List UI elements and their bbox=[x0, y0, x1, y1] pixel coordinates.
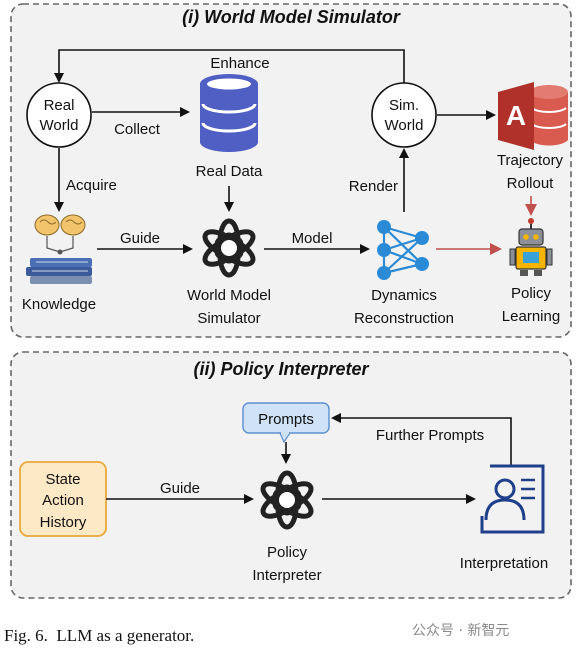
policy-interpreter-label-2: Interpreter bbox=[252, 567, 321, 584]
panel-world-model-simulator bbox=[10, 3, 572, 338]
enhance-label: Enhance bbox=[210, 55, 269, 72]
robot-icon bbox=[509, 218, 553, 276]
access-database-icon: A bbox=[498, 82, 568, 150]
trajectory-label-1: Trajectory bbox=[497, 152, 564, 169]
model-label: Model bbox=[292, 230, 333, 247]
neural-network-icon bbox=[377, 220, 429, 280]
real-world-label-1: Real bbox=[44, 97, 75, 114]
render-label: Render bbox=[349, 178, 398, 195]
dynamics-label-1: Dynamics bbox=[371, 287, 437, 304]
state-label: State bbox=[45, 471, 80, 488]
sim-world-node bbox=[371, 82, 437, 148]
wms-label-2: Simulator bbox=[197, 310, 260, 327]
wms-label-1: World Model bbox=[187, 287, 271, 304]
prompts-bubble bbox=[242, 402, 330, 444]
watermark-text: 公众号 · 新智元 bbox=[412, 623, 510, 639]
knowledge-label: Knowledge bbox=[22, 296, 96, 313]
interpretation-id-card-icon bbox=[480, 464, 545, 534]
prompts-label: Prompts bbox=[258, 411, 314, 428]
collect-label: Collect bbox=[114, 121, 161, 138]
action-label: Action bbox=[42, 492, 84, 509]
further-prompts-arrow bbox=[331, 413, 512, 466]
sim-world-label-2: World bbox=[385, 117, 424, 134]
trajectory-label-2: Rollout bbox=[507, 175, 555, 192]
interpretation-label: Interpretation bbox=[460, 555, 548, 572]
guide-label-panel2: Guide bbox=[160, 480, 200, 497]
panel1-title: (i) World Model Simulator bbox=[182, 7, 401, 27]
policy-learning-label-1: Policy bbox=[511, 285, 552, 302]
figure-caption: Fig. 6. LLM as a generator. bbox=[4, 626, 195, 645]
real-data-label: Real Data bbox=[196, 163, 263, 180]
acquire-label: Acquire bbox=[66, 177, 117, 194]
further-prompts-label: Further Prompts bbox=[376, 427, 484, 444]
database-icon bbox=[200, 74, 258, 152]
policy-interpreter-label-1: Policy bbox=[267, 544, 308, 561]
dynamics-label-2: Reconstruction bbox=[354, 310, 454, 327]
sim-world-label-1: Sim. bbox=[389, 97, 419, 114]
real-world-node bbox=[26, 82, 92, 148]
policy-learning-label-2: Learning bbox=[502, 308, 560, 325]
guide-label-panel1: Guide bbox=[120, 230, 160, 247]
enhance-arrow bbox=[54, 49, 405, 83]
access-icon-letter: A bbox=[506, 100, 526, 131]
panel2-title: (ii) Policy Interpreter bbox=[193, 359, 369, 379]
real-world-label-2: World bbox=[40, 117, 79, 134]
history-label: History bbox=[40, 514, 87, 531]
knowledge-books-brain-icon bbox=[26, 214, 92, 284]
